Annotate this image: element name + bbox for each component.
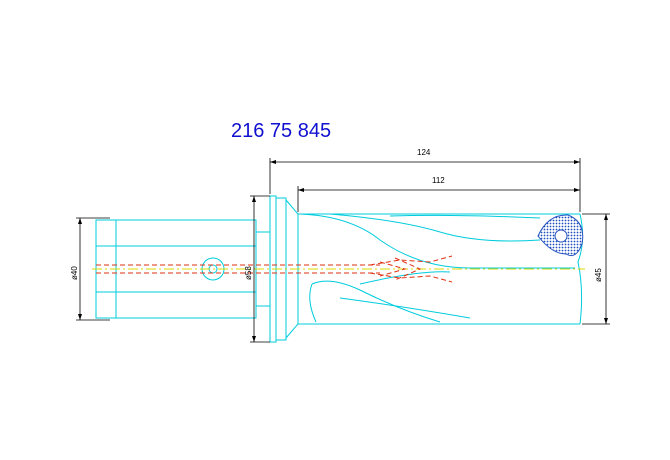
part-number: 216 75 845 [231,120,331,142]
dimension-drill-diameter: ø45 [582,213,610,325]
drill-body [298,213,584,325]
dimension-overall-length: 124 [269,148,581,212]
dimension-body-length: 112 [297,176,580,212]
dimension-flange-diameter: ø58 [244,195,270,343]
dimension-label: ø40 [70,266,79,280]
coolant-channels [96,255,453,283]
dimension-shank-diameter: ø40 [70,217,110,321]
dimension-label: ø58 [244,266,253,280]
dimension-label: 112 [432,176,445,185]
dimension-label: ø45 [594,268,603,282]
dimension-label: 124 [417,148,431,157]
